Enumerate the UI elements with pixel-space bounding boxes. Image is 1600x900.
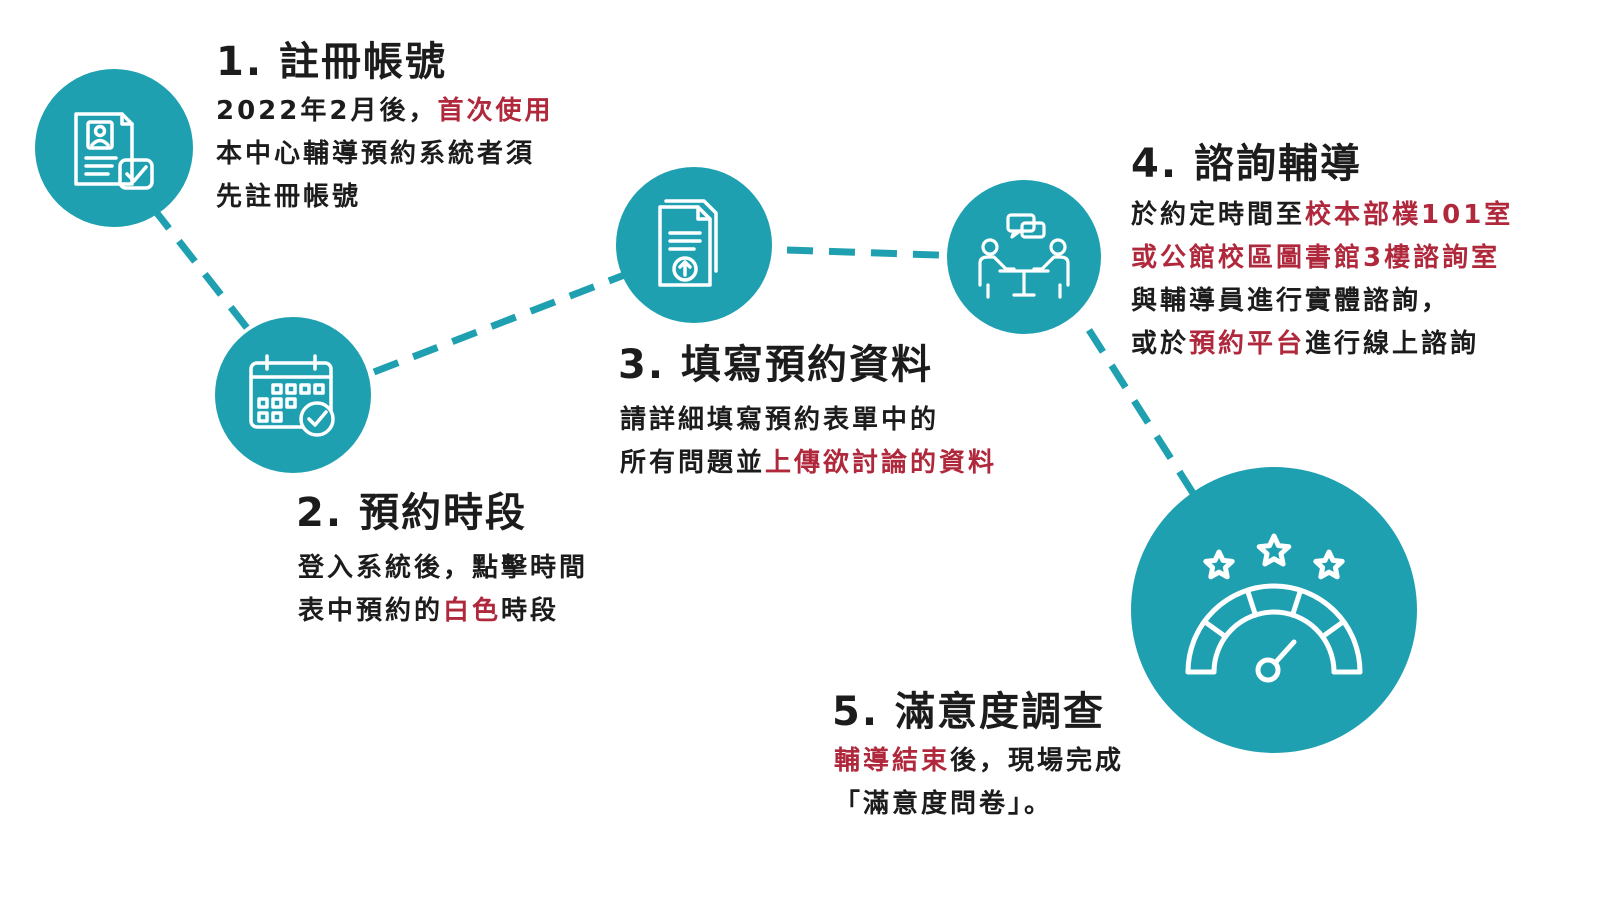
body-text: 或於 [1131, 329, 1190, 359]
body-text: 於約定時間至 [1131, 200, 1306, 230]
step-5-description: 輔導結束後，現場完成「滿意度問卷」。 [834, 740, 1124, 826]
body-text: 所有問題並 [620, 448, 766, 478]
highlight-text: 預約平台 [1189, 329, 1306, 359]
description-line: 輔導結束後，現場完成 [834, 740, 1124, 783]
connector-4-5 [1086, 328, 1208, 514]
step-5-circle [1131, 467, 1417, 753]
body-text: 先註冊帳號 [216, 182, 362, 212]
highlight-text: 上傳欲討論的資料 [765, 448, 998, 478]
description-line: 於約定時間至校本部樸101室 [1131, 194, 1513, 237]
highlight-text: 校本部樸101室 [1305, 200, 1514, 230]
satisfaction-gauge-icon [1174, 530, 1374, 690]
description-line: 請詳細填寫預約表單中的 [620, 399, 997, 442]
body-text: 時段 [501, 596, 560, 626]
description-line: 「滿意度問卷」。 [834, 783, 1124, 826]
body-text: 2022年2月後， [216, 96, 438, 126]
step-3-title: 3. 填寫預約資料 [618, 342, 933, 388]
highlight-text: 白色 [443, 596, 502, 626]
step-5-title: 5. 滿意度調查 [832, 689, 1105, 735]
body-text: 與輔導員進行實體諮詢， [1131, 286, 1451, 316]
step-1-title: 1. 註冊帳號 [216, 39, 447, 85]
description-line: 或於預約平台進行線上諮詢 [1131, 323, 1513, 366]
highlight-text: 首次使用 [437, 96, 554, 126]
description-line: 先註冊帳號 [216, 176, 553, 219]
connector-1-2 [150, 205, 254, 336]
step-4-title: 4. 諮詢輔導 [1131, 141, 1362, 187]
description-line: 登入系統後，點擊時間 [298, 547, 588, 590]
highlight-text: 輔導結束 [834, 746, 951, 776]
description-line: 與輔導員進行實體諮詢， [1131, 280, 1513, 323]
step-3-circle [616, 167, 772, 323]
body-text: 本中心輔導預約系統者須 [216, 139, 536, 169]
highlight-text: 或公館校區圖書館3樓諮詢室 [1131, 243, 1501, 273]
body-text: 進行線上諮詢 [1305, 329, 1480, 359]
description-line: 或公館校區圖書館3樓諮詢室 [1131, 237, 1513, 280]
description-line: 本中心輔導預約系統者須 [216, 133, 553, 176]
description-line: 所有問題並上傳欲討論的資料 [620, 442, 997, 485]
description-line: 表中預約的白色時段 [298, 590, 588, 633]
step-2-circle [215, 317, 371, 473]
registration-document-icon [64, 98, 164, 198]
calendar-check-icon [243, 345, 343, 445]
body-text: 後，現場完成 [950, 746, 1125, 776]
step-3-description: 請詳細填寫預約表單中的所有問題並上傳欲討論的資料 [620, 399, 997, 485]
body-text: 請詳細填寫預約表單中的 [620, 405, 940, 435]
body-text: 「滿意度問卷」。 [834, 789, 1054, 819]
body-text: 表中預約的 [298, 596, 444, 626]
connector-3-4 [786, 246, 968, 260]
body-text: 登入系統後，點擊時間 [298, 553, 589, 583]
document-upload-icon [644, 195, 744, 295]
step-4-description: 於約定時間至校本部樸101室或公館校區圖書館3樓諮詢室與輔導員進行實體諮詢， 或於… [1131, 194, 1513, 366]
description-line: 2022年2月後，首次使用 [216, 90, 553, 133]
step-2-description: 登入系統後，點擊時間表中預約的白色時段 [298, 547, 588, 633]
consultation-meeting-icon [974, 207, 1074, 307]
step-2-title: 2. 預約時段 [296, 490, 527, 536]
connector-2-3 [372, 268, 634, 376]
step-1-description: 2022年2月後，首次使用本中心輔導預約系統者須先註冊帳號 [216, 90, 553, 219]
step-1-circle [35, 69, 193, 227]
step-4-circle [947, 180, 1101, 334]
